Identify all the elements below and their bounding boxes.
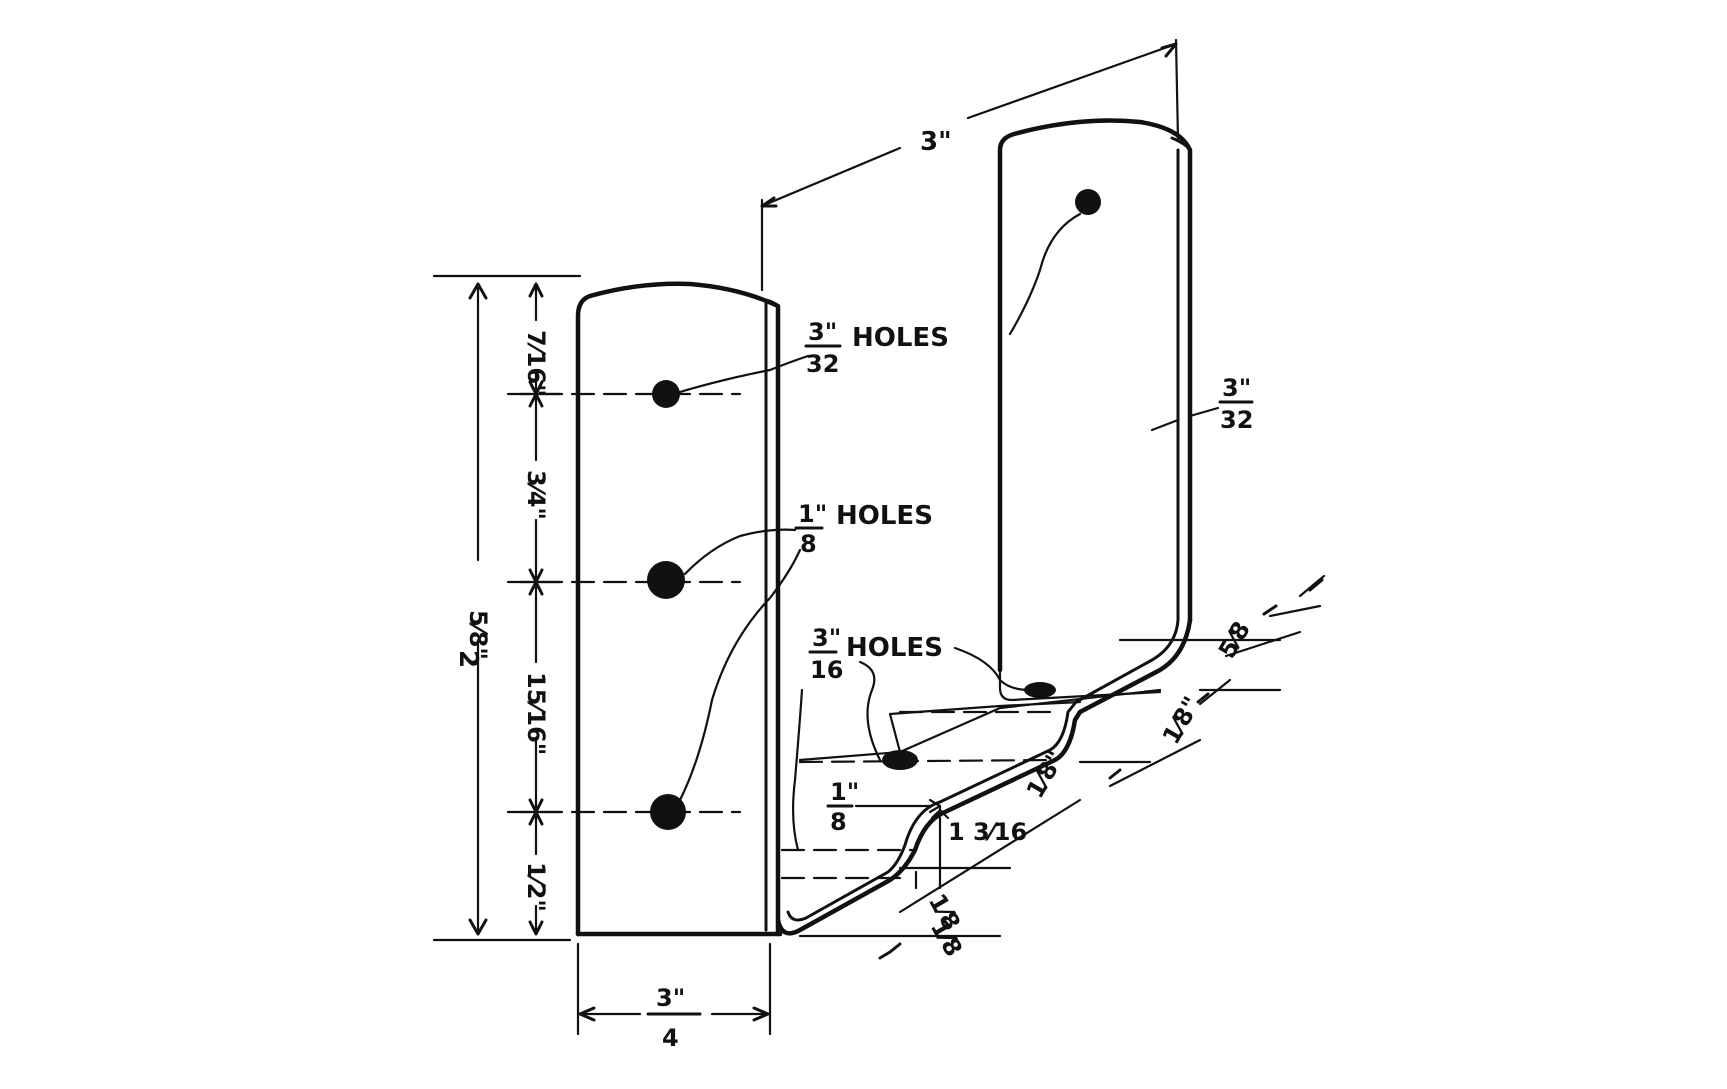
label-overall-height-frac: 5⁄8" — [464, 610, 492, 660]
base-top-plane — [798, 688, 1162, 762]
right-upright-outline — [997, 118, 1193, 673]
leader-1-8-a — [683, 528, 797, 576]
label-bottom-width-den: 4 — [662, 1024, 679, 1052]
dim-bottom-arrows — [578, 1006, 770, 1022]
dim-top-extension — [760, 38, 1180, 292]
label-base-3: 5⁄8 — [1213, 617, 1256, 663]
base-inner-curve — [786, 618, 1180, 922]
label-small-1-8-den: 8 — [830, 808, 847, 836]
label-seg-top: 7⁄16" — [522, 330, 550, 397]
hole-1-8-left-middle — [647, 561, 685, 599]
label-bottom-width-num: 3" — [656, 984, 685, 1012]
label-holes-1-8-text: HOLES — [836, 501, 933, 531]
base-hidden-lines — [780, 710, 1062, 880]
label-overall-height-whole: 2 — [453, 650, 483, 668]
base-front-curve — [775, 617, 1193, 936]
hole-3-16-front — [882, 750, 918, 770]
dim-base-diag-line-1 — [898, 738, 1202, 914]
leader-1-8-b — [678, 548, 802, 802]
label-seg-2: 3⁄4" — [522, 470, 550, 520]
base-back-edge — [998, 668, 1162, 702]
hole-3-32-left — [652, 380, 680, 408]
dim-top-line — [760, 42, 1178, 208]
label-seg-bottom: 1⁄2" — [522, 862, 550, 912]
leader-3-32-right — [1008, 212, 1082, 336]
dim-base-diag-line-2 — [1198, 630, 1302, 706]
label-holes-1-8-num: 1" — [798, 500, 827, 528]
label-holes-3-16-num: 3" — [812, 624, 841, 652]
label-holes-3-32-den: 32 — [806, 350, 839, 378]
dim-base-leaders — [878, 578, 1324, 960]
dim-top-arrows — [760, 42, 1178, 208]
dim-thickness-leader — [1150, 406, 1220, 432]
dim-bottom-extensions — [576, 942, 772, 1036]
label-holes-3-32-text: HOLES — [852, 323, 949, 353]
dim-segments-arrows — [528, 282, 544, 936]
dim-left-extensions — [432, 274, 582, 942]
leader-3-16-b — [858, 660, 882, 762]
label-holes-3-16-den: 16 — [810, 656, 843, 684]
label-small-1-8-num: 1" — [830, 778, 859, 806]
dim-base-diag-line-3 — [1268, 574, 1326, 618]
label-holes-3-16-text: HOLES — [846, 633, 943, 663]
label-thickness-den: 32 — [1220, 406, 1253, 434]
hole-3-16-back — [1024, 682, 1056, 698]
label-thickness-num: 3" — [1222, 374, 1251, 402]
leader-3-16-a — [953, 646, 1032, 692]
label-holes-1-8-den: 8 — [800, 530, 817, 558]
hole-3-32-right — [1075, 189, 1101, 215]
label-holes-3-32-num: 3" — [808, 318, 837, 346]
dim-base-extension-lines — [798, 638, 1282, 938]
label-width-top: 3" — [920, 127, 952, 157]
dim-step-height-line — [930, 804, 950, 874]
label-seg-3: 15⁄16" — [522, 672, 550, 755]
leader-3-32-left — [678, 354, 810, 394]
left-upright-inner-edge — [764, 298, 780, 932]
leader-3-16-c — [792, 688, 804, 852]
dim-step-depth-lines — [898, 866, 1012, 890]
left-upright-outline — [575, 281, 781, 937]
label-step-height: 1 3⁄16 — [948, 818, 1027, 846]
dim-overall-height-arrows — [468, 282, 488, 936]
right-upright-back-edge — [1170, 136, 1192, 622]
